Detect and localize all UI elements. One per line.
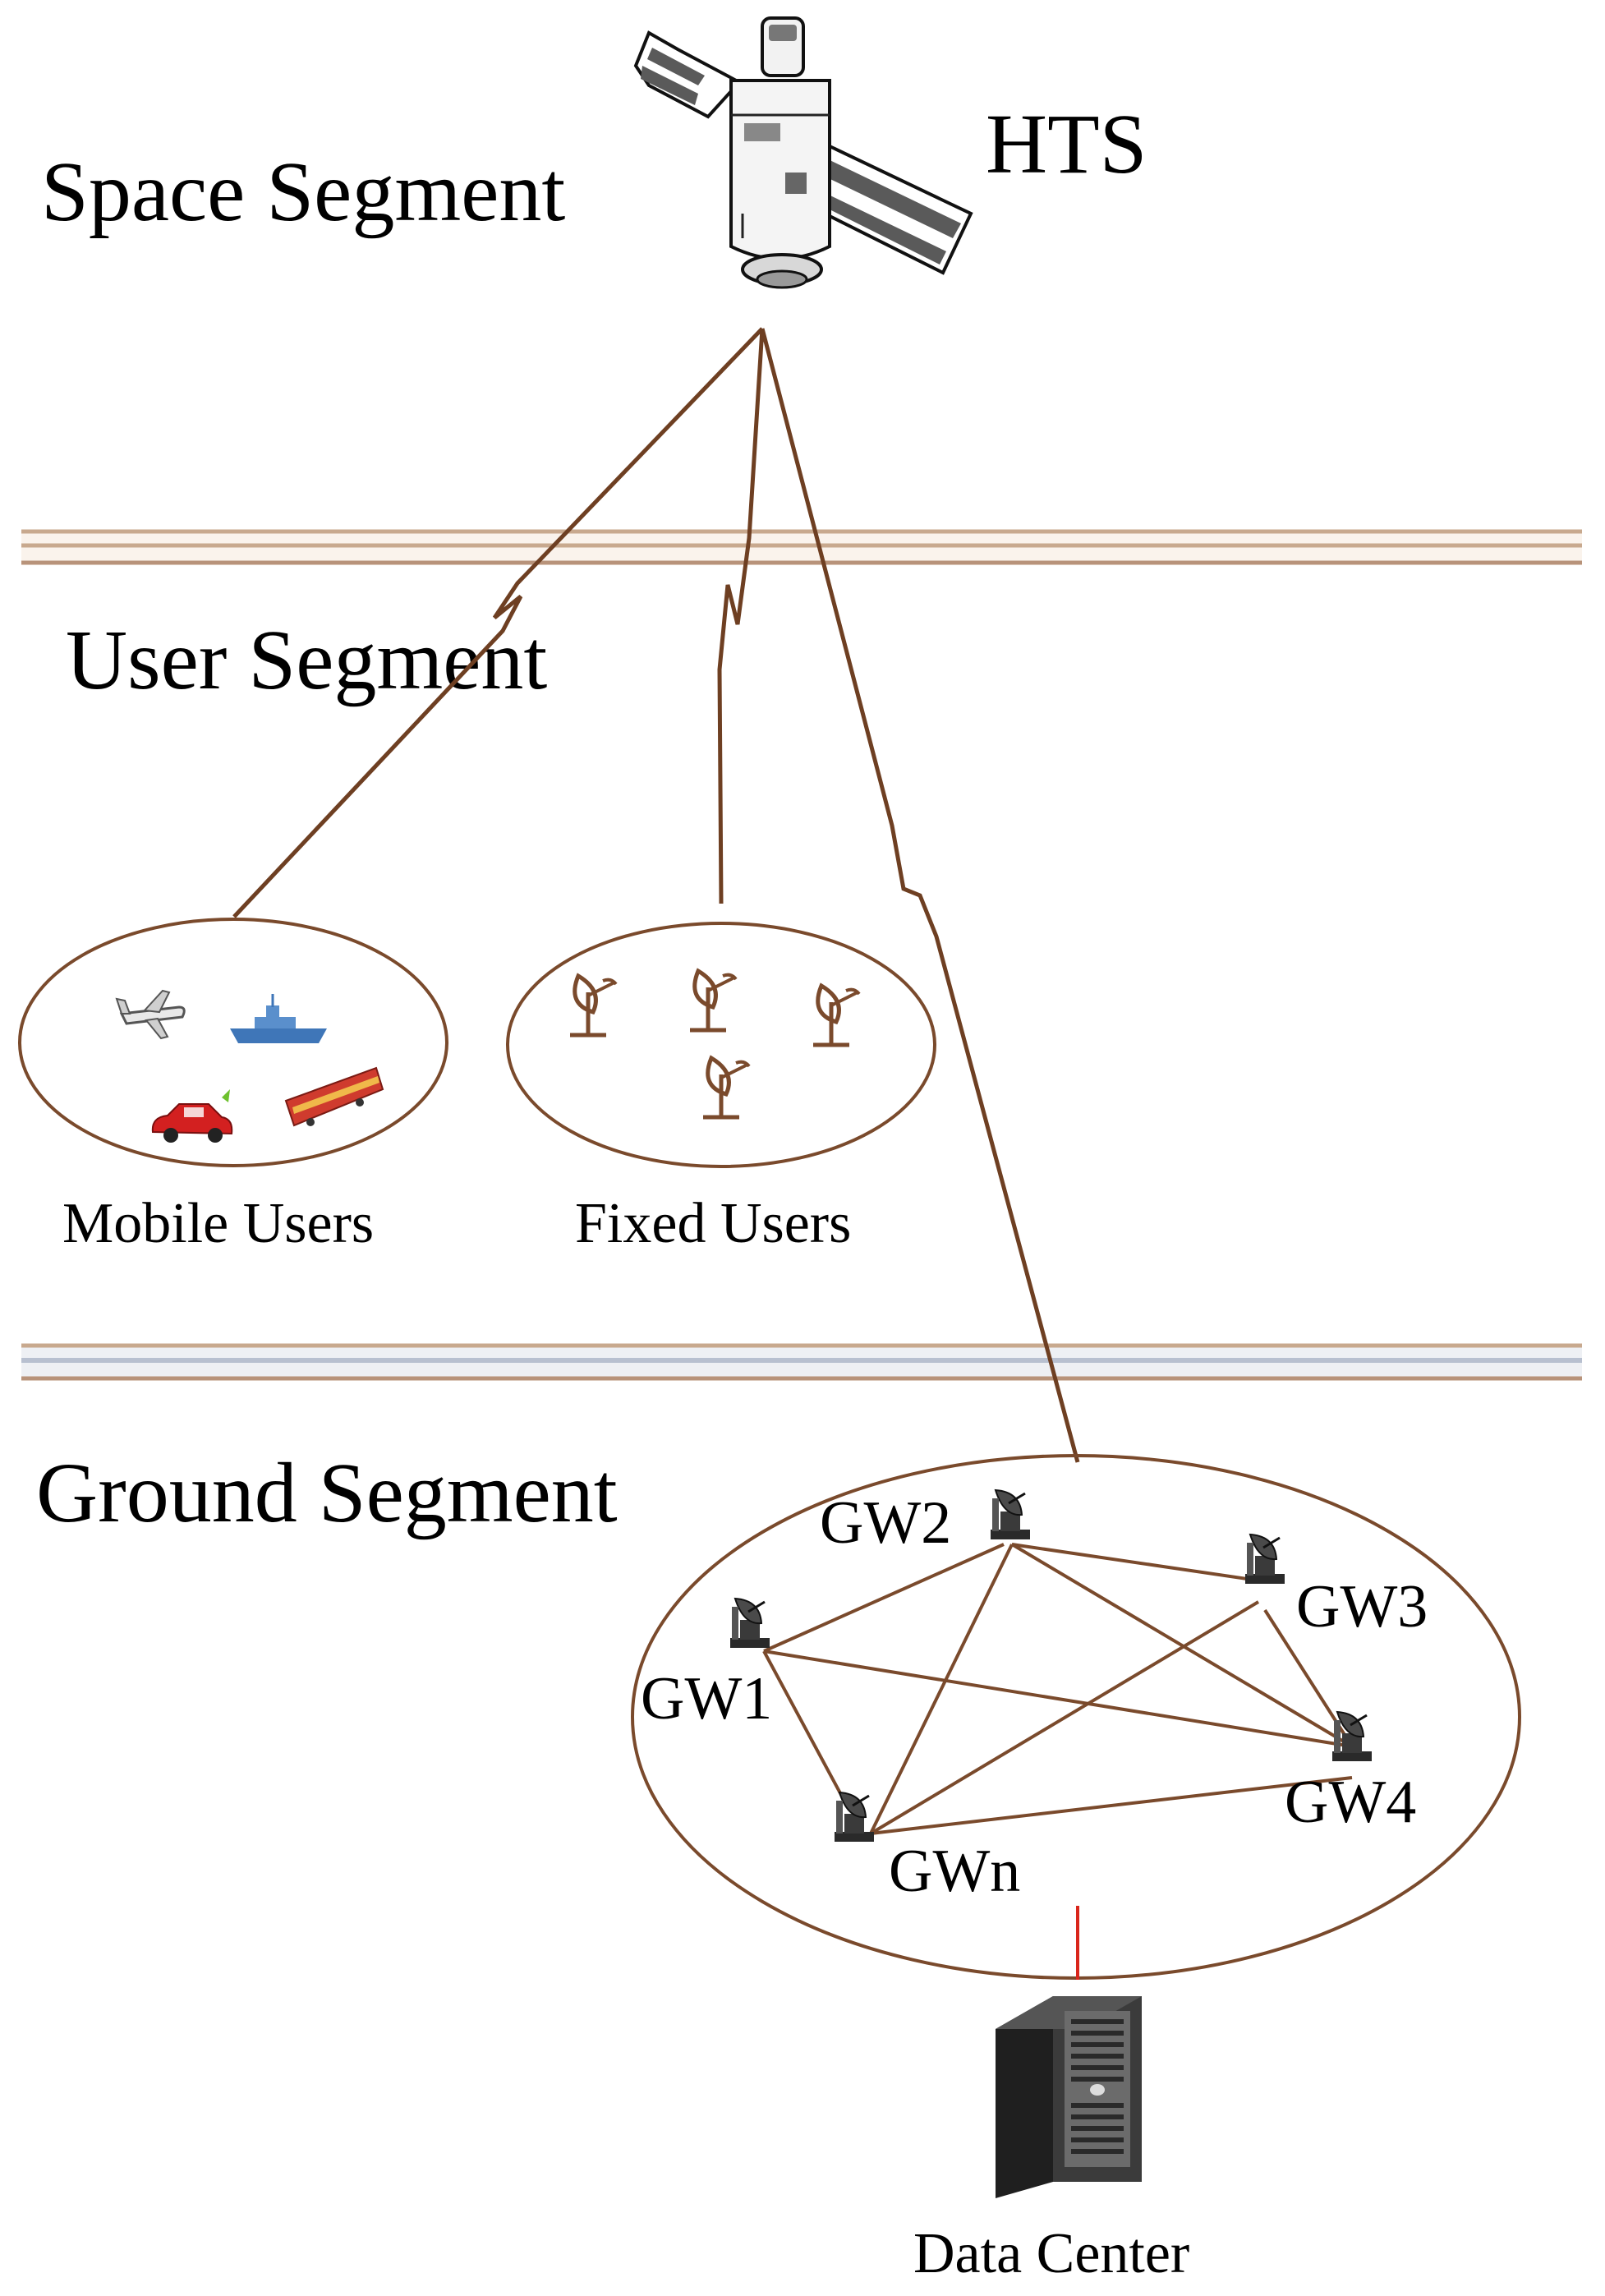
ship-icon bbox=[230, 994, 327, 1043]
mobile-users-group bbox=[18, 918, 448, 1167]
satellite-dish-icon bbox=[690, 971, 736, 1030]
gateway-label-gw3: GW3 bbox=[1296, 1573, 1428, 1640]
gateway-station-icon bbox=[1331, 1710, 1373, 1763]
space-user-separator bbox=[21, 529, 1582, 565]
user-segment-title: User Segment bbox=[66, 613, 547, 707]
gateway-mesh-links bbox=[762, 1543, 1354, 1835]
gateway-label-gw2: GW2 bbox=[820, 1489, 951, 1557]
ground-segment-title: Ground Segment bbox=[36, 1446, 618, 1540]
gateway-label-gw1: GW1 bbox=[641, 1665, 772, 1732]
fixed-users-label: Fixed Users bbox=[575, 1192, 851, 1255]
airplane-icon bbox=[115, 989, 186, 1040]
user-ground-separator bbox=[21, 1343, 1582, 1381]
gateway-station-icon bbox=[989, 1488, 1032, 1541]
mobile-users-label: Mobile Users bbox=[62, 1192, 374, 1255]
gateway-station-icon bbox=[833, 1791, 876, 1843]
satellite-links bbox=[232, 327, 1080, 1463]
gateway-label-gw4: GW4 bbox=[1285, 1769, 1416, 1836]
train-icon bbox=[284, 1066, 384, 1127]
space-segment-title: Space Segment bbox=[41, 145, 565, 239]
link-to-mobile-users bbox=[232, 327, 764, 918]
satellite-dish-icon bbox=[813, 986, 859, 1045]
gateway-station-icon bbox=[729, 1597, 771, 1650]
gateway-label-gwn: GWn bbox=[889, 1838, 1020, 1905]
satellite-dish-icon bbox=[570, 976, 616, 1035]
fixed-users-group bbox=[506, 922, 936, 1168]
satellite-label: HTS bbox=[986, 97, 1147, 191]
link-to-fixed-users bbox=[717, 328, 765, 904]
satellite-dish-icon bbox=[703, 1058, 749, 1117]
server-tower-icon bbox=[996, 1996, 1142, 2198]
link-to-ground-segment bbox=[760, 328, 1080, 1463]
data-center-label: Data Center bbox=[913, 2222, 1189, 2285]
car-icon bbox=[151, 1089, 233, 1143]
gateway-station-icon bbox=[1244, 1533, 1286, 1585]
satellite-icon bbox=[633, 16, 973, 289]
